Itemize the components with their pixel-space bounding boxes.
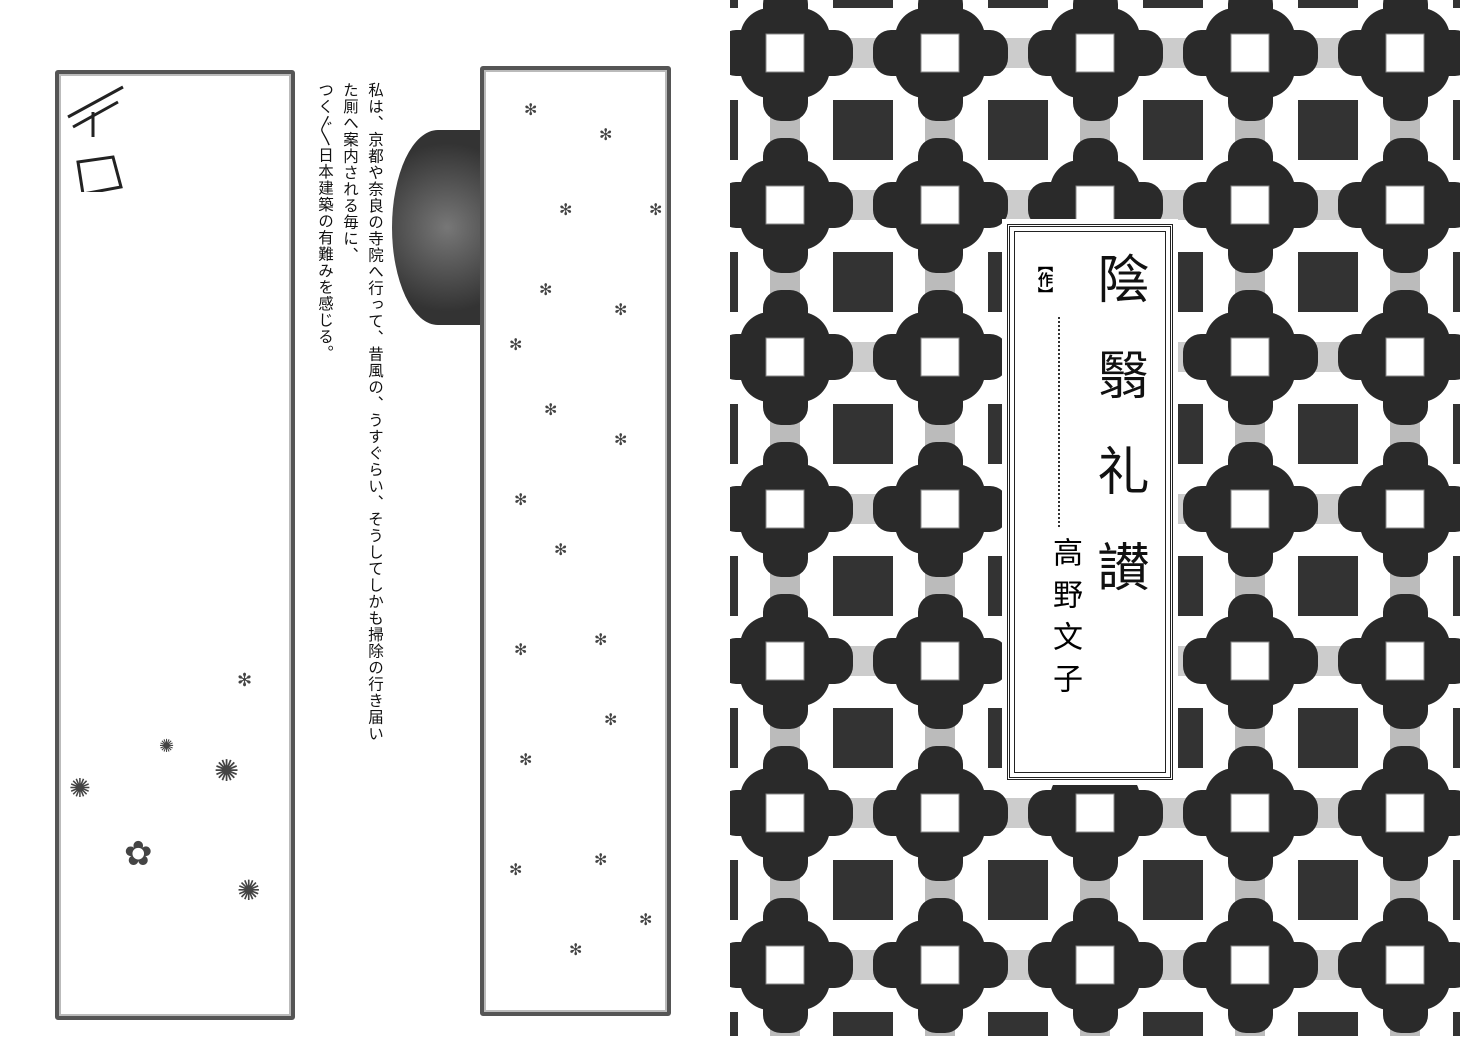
star-flower-doodle: ✻ [519,750,533,769]
star-flower-doodle: ✻ [614,300,628,319]
flower-doodle: ✺ [237,874,261,907]
star-flower-doodle: ✻ [559,200,573,219]
star-flower-doodle: ✻ [649,200,663,219]
butterfly-doodle: ✿ [124,834,153,874]
panel-left-tall: ✻ ✺ ✺ ✺ ✿ ✺ [55,70,295,1020]
star-flower-doodle: ✻ [554,540,568,559]
star-flower-doodle: ✻ [614,430,628,449]
narration-text: 私は、京都や奈良の寺院へ行って、昔風の、うすぐらい、そうしてしかも掃除の行き届い… [312,82,387,742]
flower-doodle: ✺ [159,736,175,757]
star-flower-doodle: ✻ [639,910,653,929]
flower-doodle: ✺ [214,754,240,789]
panel-right-tall: ✻ ✻ ✻ ✻ ✻ ✻ ✻ ✻ ✻ ✻ ✻ ✻ ✻ ✻ ✻ ✻ ✻ ✻ ✻ [480,66,671,1016]
flower-doodle: ✺ [69,774,91,804]
narration-line-2: つく〴〵日本建築の有難みを感じる。 [316,82,334,362]
star-flower-doodle: ✻ [544,400,558,419]
star-flower-doodle: ✻ [509,860,523,879]
narration-line-1: 私は、京都や奈良の寺院へ行って、昔風の、うすぐらい、そうしてしかも掃除の行き届い… [341,82,384,742]
writer-illustration [392,130,484,325]
star-flower-doodle: ✻ [604,710,618,729]
book-title: 陰翳礼讃 [1088,252,1148,636]
star-flower-doodle: ✻ [569,940,583,959]
dotted-leader [1058,317,1060,527]
star-flower-doodle: ✻ [539,280,553,299]
title-box-inner [1014,231,1166,773]
star-flower-doodle: ✻ [594,850,608,869]
role-label: 【作】 [1036,257,1054,302]
flower-doodle: ✻ [237,670,253,691]
star-flower-doodle: ✻ [509,335,523,354]
roof-sketch [67,85,124,192]
star-flower-doodle: ✻ [599,125,613,144]
star-flower-doodle: ✻ [524,100,538,119]
star-flower-doodle: ✻ [594,630,608,649]
star-flower-doodle: ✻ [514,640,528,659]
title-box: 陰翳礼讃 【作】 高野文子 [1005,222,1175,782]
author-name: 高野文子 [1047,537,1082,705]
star-flower-doodle: ✻ [514,490,528,509]
